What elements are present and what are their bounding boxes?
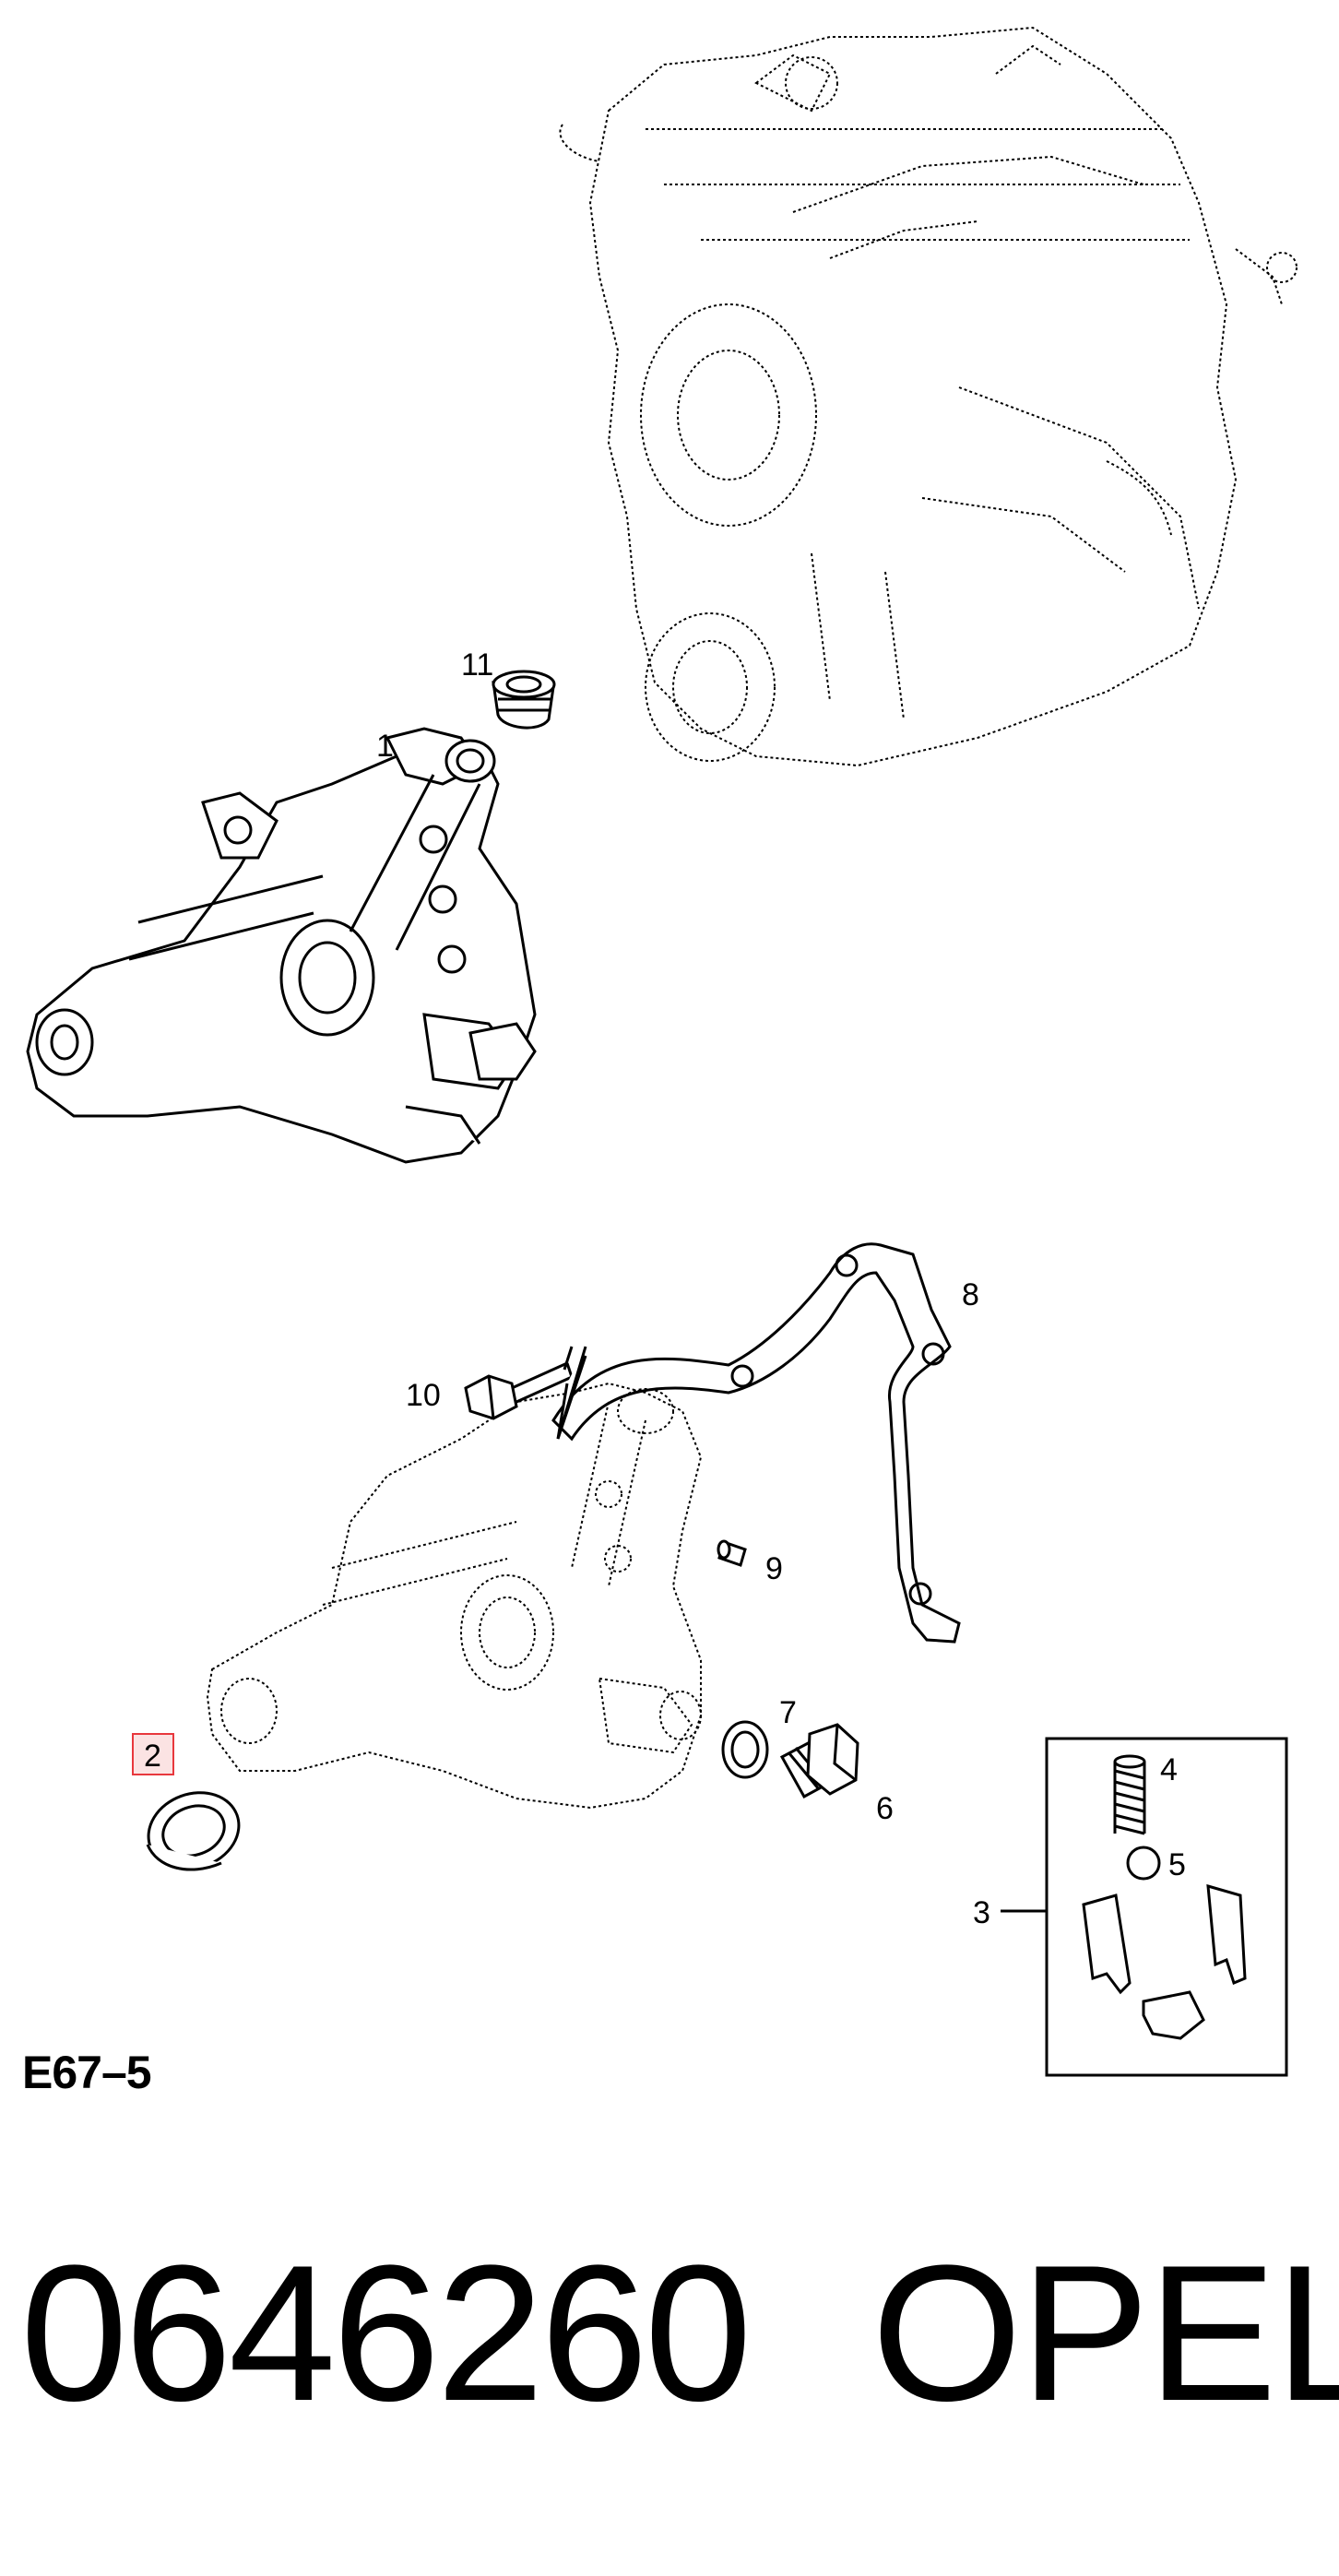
relief-valve-kit-box	[1001, 1737, 1288, 2077]
callout-6: 6	[876, 1791, 894, 1826]
oil-pump-exploded	[206, 1382, 703, 1810]
oil-pump-assembly	[26, 727, 537, 1164]
callout-5: 5	[1168, 1847, 1186, 1882]
callout-11: 11	[461, 647, 493, 683]
callout-1: 1	[376, 729, 394, 764]
callout-9: 9	[765, 1551, 783, 1586]
callout-2: 2	[144, 1739, 161, 1774]
callout-8: 8	[962, 1277, 979, 1312]
part-number: 0646260	[20, 2225, 752, 2441]
diagram-code: E67–5	[22, 2047, 152, 2098]
callout-10: 10	[406, 1378, 441, 1413]
callout-4: 4	[1160, 1752, 1178, 1787]
callout-2-highlight-box	[132, 1733, 174, 1775]
plug-part-11	[492, 670, 556, 730]
engine-assembly	[559, 26, 1298, 767]
plug-bolt-part-6	[779, 1723, 859, 1799]
spring-part-4	[1113, 1754, 1146, 1835]
washer-part-7	[721, 1720, 769, 1779]
callout-7: 7	[779, 1695, 797, 1730]
dowel-part-9	[717, 1539, 747, 1567]
valve-clips	[1082, 1883, 1247, 2040]
bolt-part-10	[464, 1346, 587, 1440]
ball-part-5	[1126, 1846, 1161, 1881]
gasket-part-8	[551, 1242, 961, 1644]
oil-seal-part-2	[146, 1791, 241, 1871]
brand-name: OPEL	[871, 2225, 1339, 2441]
callout-3: 3	[973, 1895, 990, 1930]
